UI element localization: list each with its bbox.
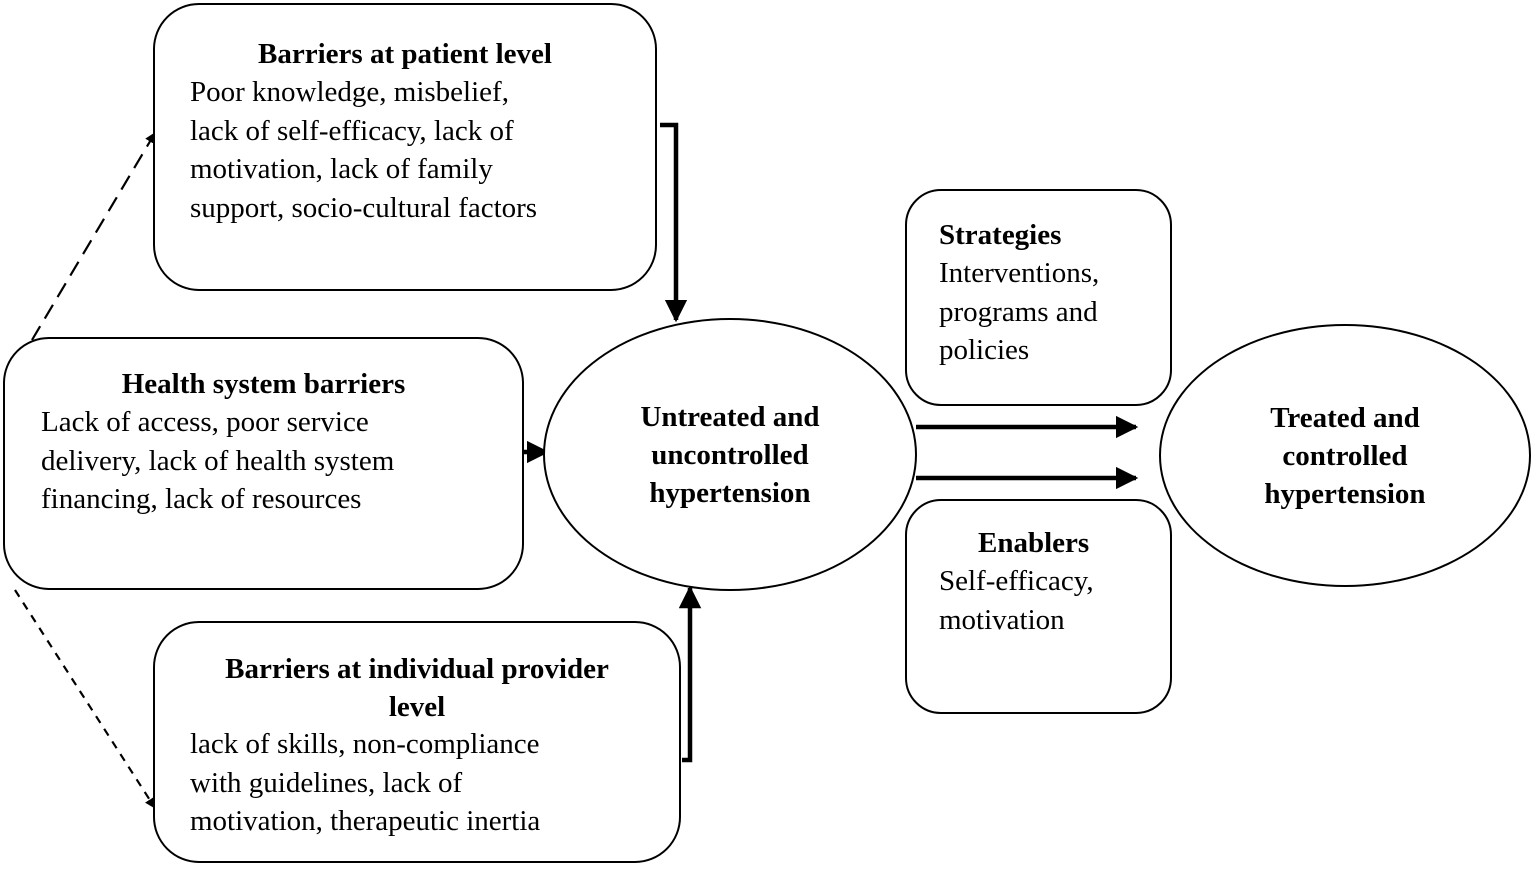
- treated-hypertension-line: hypertension: [1264, 477, 1426, 510]
- enablers-text: Self-efficacy, motivation: [939, 562, 1094, 639]
- strategies-line: programs and: [939, 295, 1098, 328]
- strategies-line: Interventions,: [939, 257, 1100, 289]
- health-system-barriers-title: Health system barriers: [121, 368, 406, 400]
- untreated-hypertension-line: hypertension: [649, 476, 811, 509]
- patient-barriers-title: Barriers at patient level: [258, 38, 552, 70]
- dashed-arrow-to-patient-barriers: [31, 132, 156, 341]
- strategies-title: Strategies: [939, 219, 1062, 251]
- provider-barriers-line: lack of skills, non-compliance: [190, 728, 540, 760]
- enablers-line: motivation: [939, 603, 1065, 636]
- health-system-barriers-line: delivery, lack of health system: [41, 444, 395, 477]
- enablers-line: Self-efficacy,: [939, 565, 1094, 597]
- health-system-barriers-line: financing, lack of resources: [41, 483, 362, 515]
- enablers-box: Enablers Self-efficacy, motivation: [905, 499, 1172, 714]
- patient-barriers-text: Poor knowledge, misbelief, lack of self-…: [190, 73, 537, 227]
- provider-barriers-box: Barriers at individual provider level la…: [153, 621, 681, 863]
- treated-hypertension-ellipse: Treated and controlled hypertension: [1159, 324, 1531, 587]
- patient-barriers-box: Barriers at patient level Poor knowledge…: [153, 3, 657, 291]
- bracket-arrow-patient-to-untreated: [660, 122, 688, 323]
- bracket-arrow-provider-to-untreated: [678, 585, 702, 763]
- enablers-title: Enablers: [978, 527, 1090, 559]
- patient-barriers-line: motivation, lack of family: [190, 153, 493, 185]
- treated-hypertension-line: Treated and: [1270, 401, 1420, 434]
- treated-hypertension-label: Treated and controlled hypertension: [1264, 399, 1425, 513]
- health-system-barriers-text: Lack of access, poor service delivery, l…: [41, 403, 394, 519]
- health-system-barriers-line: Lack of access, poor service: [41, 406, 369, 438]
- patient-barriers-line: Poor knowledge, misbelief,: [190, 76, 509, 108]
- patient-barriers-line: lack of self-efficacy, lack of: [190, 114, 514, 147]
- untreated-hypertension-line: uncontrolled: [651, 438, 809, 471]
- patient-barriers-line: support, socio-cultural factors: [190, 191, 538, 224]
- treated-hypertension-line: controlled: [1282, 439, 1408, 472]
- strategies-box: Strategies Interventions, programs and p…: [905, 189, 1172, 406]
- strategies-text: Interventions, programs and policies: [939, 254, 1099, 370]
- provider-barriers-line: motivation, therapeutic inertia: [190, 805, 541, 837]
- provider-barriers-title: Barriers at individual provider level: [155, 650, 679, 726]
- provider-barriers-title-line: Barriers at individual provider: [225, 653, 609, 685]
- strategies-line: policies: [939, 334, 1030, 366]
- health-system-barriers-box: Health system barriers Lack of access, p…: [3, 337, 524, 590]
- untreated-hypertension-ellipse: Untreated and uncontrolled hypertension: [543, 318, 917, 591]
- provider-barriers-text: lack of skills, non-compliance with guid…: [190, 725, 540, 841]
- untreated-hypertension-label: Untreated and uncontrolled hypertension: [640, 398, 819, 512]
- dotted-arrow-to-provider-barriers: [14, 589, 156, 809]
- untreated-hypertension-line: Untreated and: [640, 400, 820, 433]
- provider-barriers-line: with guidelines, lack of: [190, 766, 463, 799]
- provider-barriers-title-line: level: [388, 691, 446, 723]
